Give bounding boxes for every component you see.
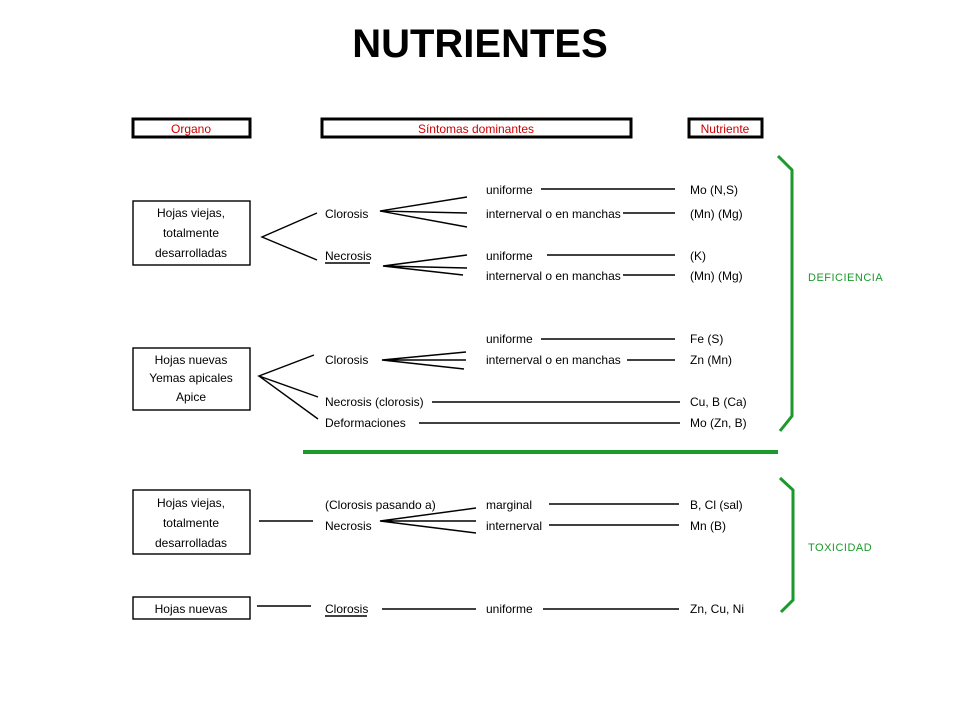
nutrient-4: (Mn) (Mg)	[690, 269, 743, 283]
nutrient-8: Mo (Zn, B)	[690, 416, 747, 430]
header-nutrient: Nutriente	[687, 117, 764, 139]
header-organ: Organo	[131, 117, 252, 139]
nutrient-11: Zn, Cu, Ni	[690, 602, 744, 616]
pattern-3: uniforme	[486, 249, 533, 263]
nutrient-5: Fe (S)	[690, 332, 723, 346]
category-deficiency: DEFICIENCIA	[808, 272, 883, 284]
deficiency-bracket	[776, 154, 794, 432]
organ-box-new-leaves: Hojas nuevas Yemas apicales Apice	[132, 347, 251, 411]
nutrient-1: Mo (N,S)	[690, 183, 738, 197]
header-organ-label: Organo	[171, 122, 211, 136]
symptom-necrosis-clorosis: Necrosis (clorosis)	[325, 395, 424, 409]
nutrient-3: (K)	[690, 249, 706, 263]
organ-tox-old-line3: desarrolladas	[155, 536, 227, 550]
symptom-necrosis-tox: Necrosis	[325, 519, 372, 533]
pattern-1: uniforme	[486, 183, 533, 197]
branch-necrosis-1	[382, 254, 468, 276]
organ-new-leaves-line1: Hojas nuevas	[155, 353, 228, 367]
pattern-9: uniforme	[486, 602, 533, 616]
branch-clorosis-1	[379, 196, 468, 228]
header-nutrient-label: Nutriente	[701, 122, 750, 136]
pattern-5: uniforme	[486, 332, 533, 346]
organ-box-tox-old-leaves: Hojas viejas, totalmente desarrolladas	[132, 489, 251, 555]
nutrient-10: Mn (B)	[690, 519, 726, 533]
nutrient-2: (Mn) (Mg)	[690, 207, 743, 221]
symptom-clorosis-pasando: (Clorosis pasando a)	[325, 498, 436, 512]
branch-new-leaves	[256, 354, 319, 420]
organ-tox-old-line2: totalmente	[163, 516, 219, 530]
symptom-necrosis-1: Necrosis	[325, 249, 372, 263]
branch-tox	[379, 507, 477, 534]
organ-box-old-leaves: Hojas viejas, totalmente desarrolladas	[132, 200, 251, 266]
branch-clorosis-2	[381, 351, 467, 370]
pattern-2: internerval o en manchas	[486, 207, 621, 221]
toxicity-bracket	[778, 476, 795, 614]
organ-old-leaves-line2: totalmente	[163, 226, 219, 240]
pattern-4: internerval o en manchas	[486, 269, 621, 283]
organ-tox-old-line1: Hojas viejas,	[157, 496, 225, 510]
header-symptoms-label: Síntomas dominantes	[418, 122, 534, 136]
pattern-6: internerval o en manchas	[486, 353, 621, 367]
nutrient-9: B, Cl (sal)	[690, 498, 743, 512]
organ-new-leaves-line3: Apice	[176, 390, 206, 404]
organ-old-leaves-line1: Hojas viejas,	[157, 206, 225, 220]
header-symptoms: Síntomas dominantes	[320, 117, 633, 139]
category-toxicity: TOXICIDAD	[808, 542, 872, 554]
symptom-clorosis-tox: Clorosis	[325, 602, 368, 616]
pattern-8: internerval	[486, 519, 542, 533]
organ-old-leaves-line3: desarrolladas	[155, 246, 227, 260]
nutrient-6: Zn (Mn)	[690, 353, 732, 367]
pattern-7: marginal	[486, 498, 532, 512]
organ-new-leaves-line2: Yemas apicales	[149, 371, 233, 385]
symptom-clorosis-2: Clorosis	[325, 353, 368, 367]
page-title: NUTRIENTES	[352, 22, 608, 66]
symptom-clorosis-1: Clorosis	[325, 207, 368, 221]
organ-tox-new: Hojas nuevas	[155, 602, 228, 616]
branch-old-leaves	[260, 212, 318, 261]
organ-box-tox-new-leaves: Hojas nuevas	[132, 596, 251, 620]
nutrient-7: Cu, B (Ca)	[690, 395, 747, 409]
symptom-deformaciones: Deformaciones	[325, 416, 406, 430]
